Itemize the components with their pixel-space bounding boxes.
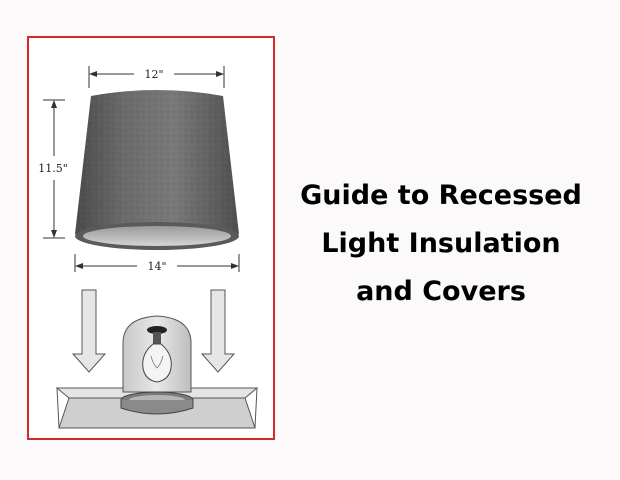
height-label: 11.5" [38,162,68,175]
bottom-diameter-label: 14" [147,260,166,273]
top-diameter-dimension: 12" [88,66,225,88]
down-arrow-right-icon [200,289,236,373]
recessed-light-cover-diagram: 12" 11.5" 14" [38,66,259,429]
page-title: Guide to Recessed Light Insulation and C… [282,172,600,316]
recessed-light-fixture [120,315,194,415]
diagram-frame: 12" 11.5" 14" [27,36,275,440]
down-arrow-left-icon [71,289,107,373]
title-line-2: Light Insulation [321,228,561,259]
insulation-cover [75,90,239,250]
top-diameter-label: 12" [144,68,163,81]
bottom-diameter-dimension: 14" [74,254,240,273]
title-line-3: and Covers [356,276,526,307]
title-line-1: Guide to Recessed [300,180,582,211]
height-dimension: 11.5" [38,99,68,239]
